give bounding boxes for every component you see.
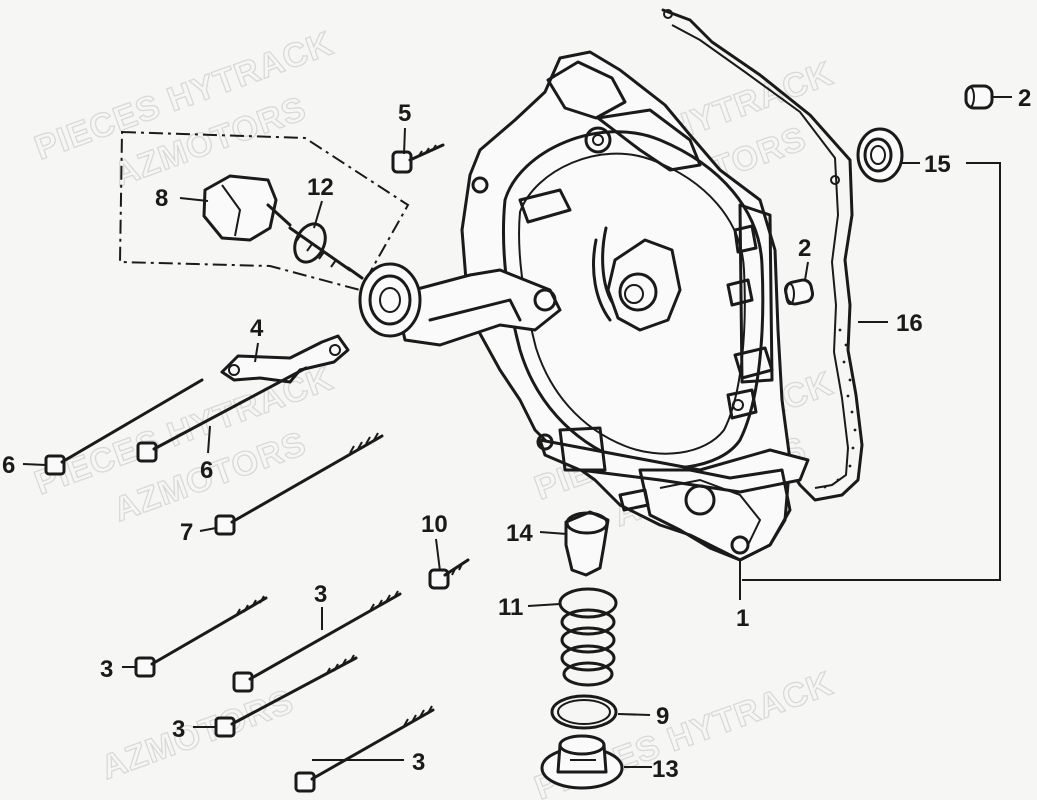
o-ring-part-12 xyxy=(293,222,327,264)
oil-dipstick-part-8 xyxy=(202,174,364,280)
drain-plug-part-13 xyxy=(540,734,624,790)
bolt-part-6-right xyxy=(136,366,308,463)
bolt-part-10 xyxy=(428,558,470,590)
bolt-part-3-d xyxy=(294,705,435,793)
callout-1: 1 xyxy=(736,605,749,632)
callout-3-top: 3 xyxy=(314,581,327,608)
callout-3-mid: 3 xyxy=(172,716,185,743)
callout-4: 4 xyxy=(250,315,264,342)
callout-13: 13 xyxy=(652,756,679,783)
watermark-6: AZMOTORS xyxy=(95,682,299,788)
dowel-pin-part-2-top xyxy=(964,84,994,110)
callout-10: 10 xyxy=(421,511,448,538)
callout-5: 5 xyxy=(398,100,411,127)
bolt-part-3-b xyxy=(232,590,402,693)
watermark-line1: AZMOTORS xyxy=(96,682,299,787)
dipstick-group-frame xyxy=(118,130,410,292)
bolt-part-3-a xyxy=(134,595,268,678)
crankcase-cover-part-1 xyxy=(358,50,810,562)
callout-2-top: 2 xyxy=(1018,85,1031,112)
bolt-part-5 xyxy=(391,143,445,174)
spring-part-11 xyxy=(558,587,618,687)
callout-11: 11 xyxy=(498,594,523,621)
bolt-part-7 xyxy=(214,432,384,536)
cap-part-14 xyxy=(564,510,610,577)
dowel-pin-part-2-mid xyxy=(783,278,815,306)
callout-2-mid: 2 xyxy=(798,235,811,262)
callout-16: 16 xyxy=(896,310,923,337)
callout-3-bottom: 3 xyxy=(412,749,425,776)
o-ring-part-9 xyxy=(550,694,618,730)
callout-12: 12 xyxy=(307,174,334,201)
callout-9: 9 xyxy=(656,703,669,730)
callout-15: 15 xyxy=(924,151,951,178)
gasket-part-16 xyxy=(661,8,864,502)
callout-6-left: 6 xyxy=(2,452,15,479)
leader-lines xyxy=(22,96,1012,768)
callout-8: 8 xyxy=(155,185,168,212)
bracket-part-4 xyxy=(220,334,350,384)
callout-7: 7 xyxy=(180,519,193,546)
callout-3-left: 3 xyxy=(100,656,113,683)
callout-6-right: 6 xyxy=(200,457,213,484)
oil-seal-part-15 xyxy=(856,127,904,183)
callout-14: 14 xyxy=(506,520,533,547)
